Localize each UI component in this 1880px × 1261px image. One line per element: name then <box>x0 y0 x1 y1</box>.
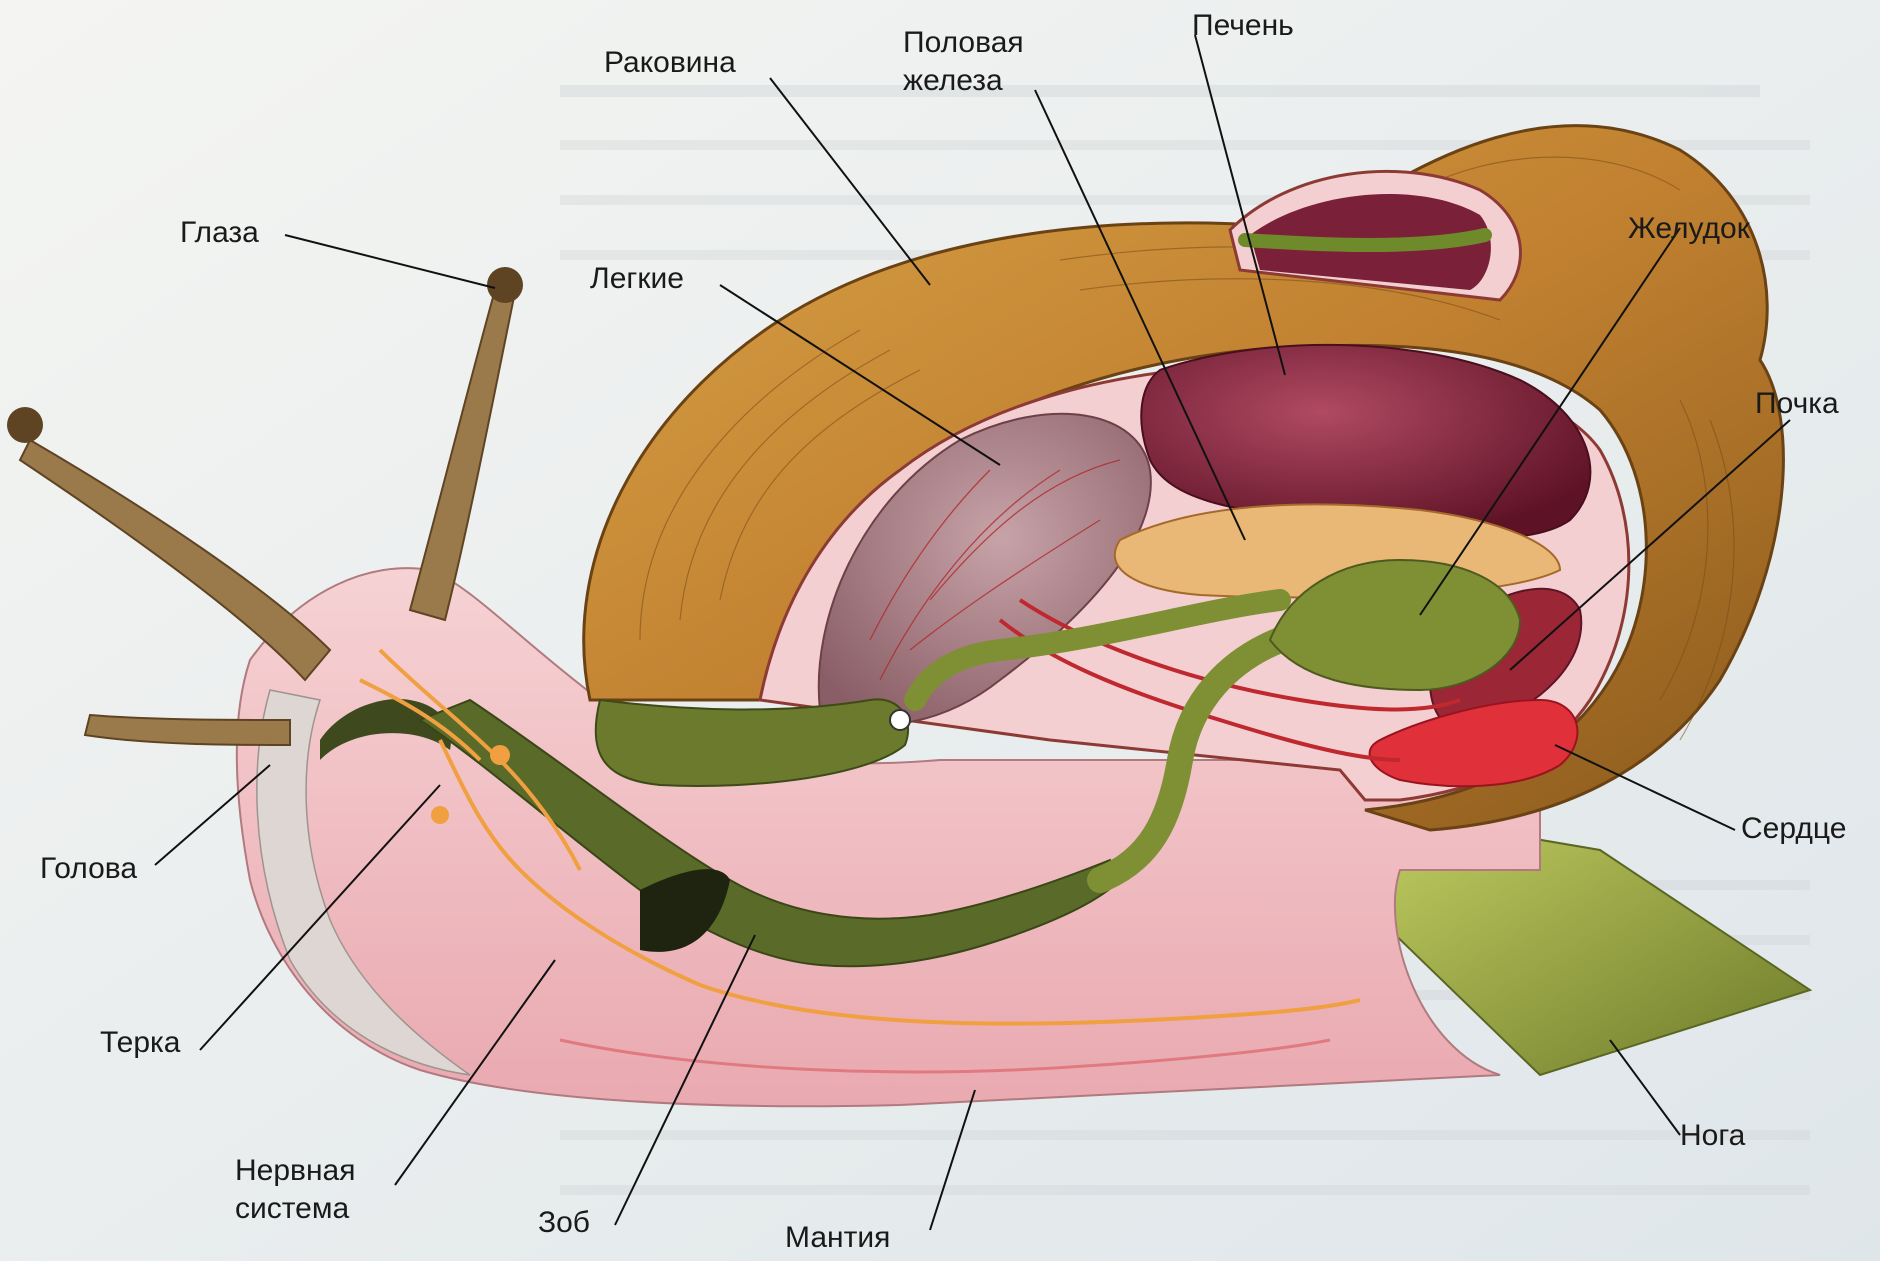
anus-icon <box>890 710 910 730</box>
label-radula: Терка <box>100 1026 181 1059</box>
label-gonad-line1: Половая <box>903 26 1024 59</box>
eye-right <box>7 407 43 443</box>
nerve-ganglion <box>490 745 510 765</box>
label-lungs: Легкие <box>590 262 684 295</box>
label-kidney: Почка <box>1755 387 1839 420</box>
nerve-ganglion <box>431 806 449 824</box>
label-stomach: Желудок <box>1628 212 1751 245</box>
label-head: Голова <box>40 852 137 885</box>
label-foot: Нога <box>1680 1119 1746 1152</box>
label-shell: Раковина <box>604 46 736 79</box>
label-crop: Зоб <box>538 1206 590 1239</box>
label-mantle: Мантия <box>785 1221 890 1254</box>
label-gonad-line2: железа <box>903 64 1003 97</box>
label-liver: Печень <box>1192 9 1294 42</box>
label-nervous-line1: Нервная <box>235 1154 355 1187</box>
label-heart: Сердце <box>1741 812 1846 845</box>
label-eyes: Глаза <box>180 216 259 249</box>
eye-left <box>487 267 523 303</box>
label-nervous-line2: система <box>235 1192 349 1225</box>
